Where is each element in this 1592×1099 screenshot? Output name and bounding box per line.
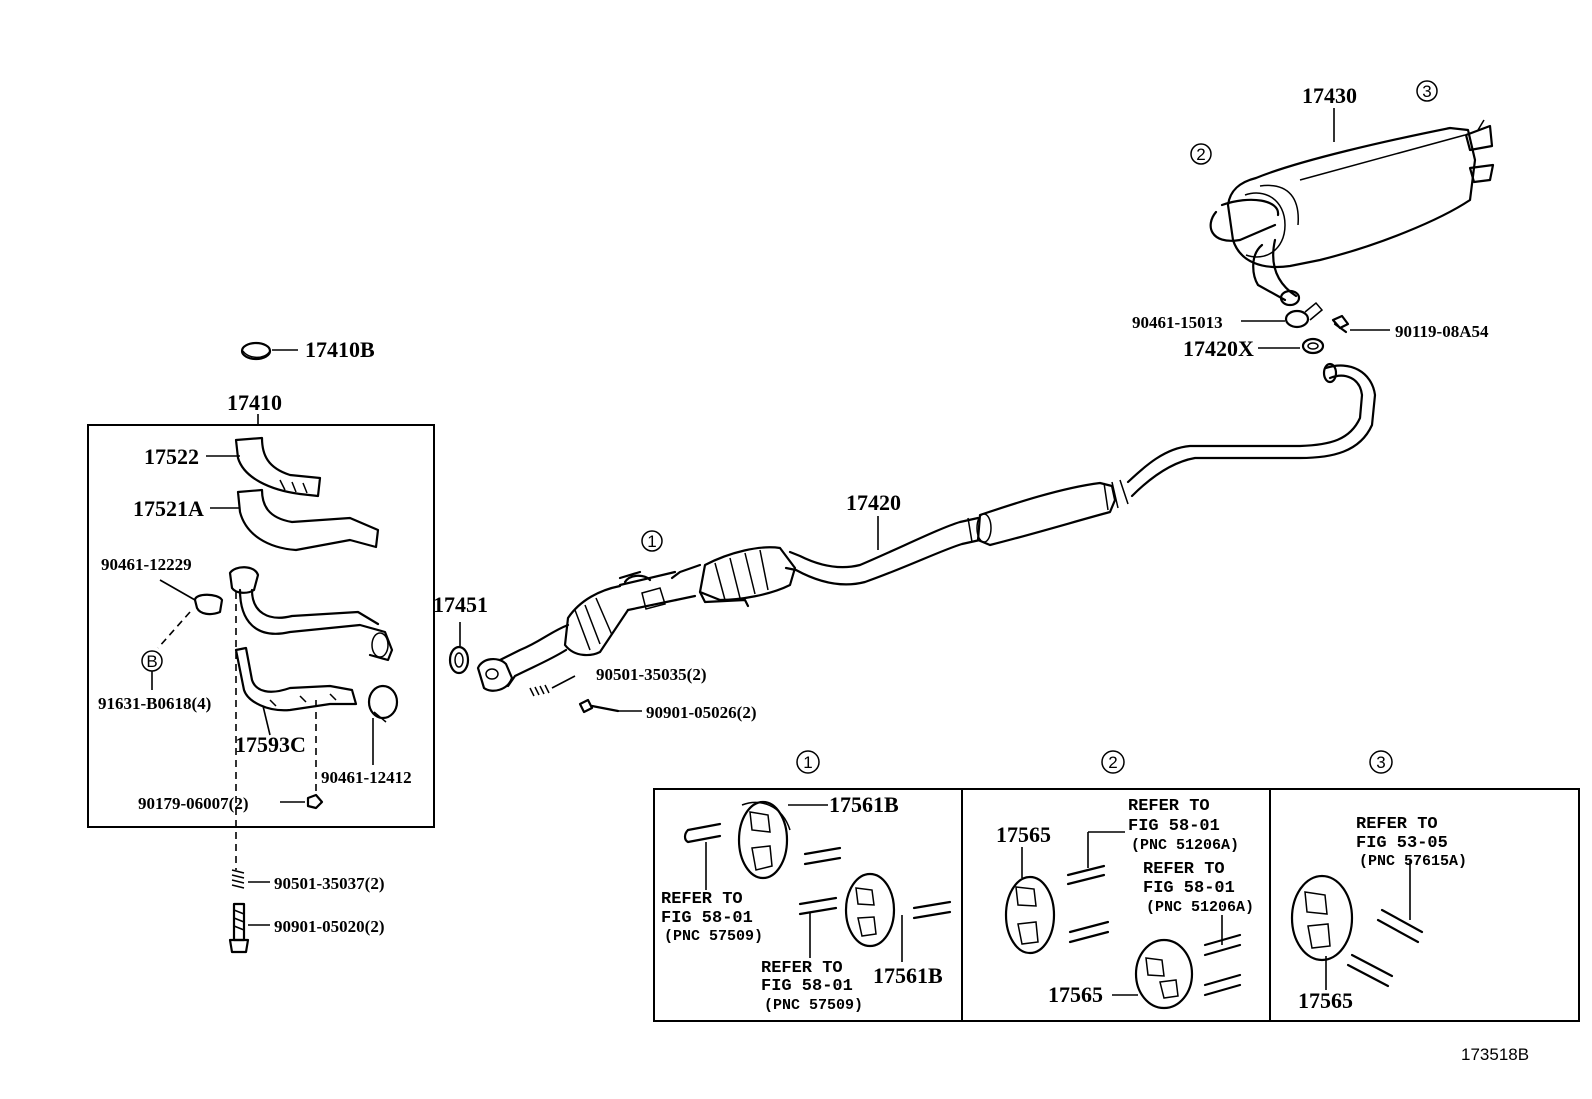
svg-text:REFER TO: REFER TO [1128, 797, 1210, 816]
svg-text:REFER TO: REFER TO [1356, 815, 1438, 834]
spring-90501-35035[interactable] [529, 684, 550, 697]
hanger-17565-d3[interactable] [1290, 874, 1354, 962]
label-90461-15013: 90461-15013 [1132, 313, 1223, 332]
label-90901-05020: 90901-05020(2) [274, 917, 384, 936]
svg-text:3: 3 [1422, 82, 1431, 101]
svg-text:2: 2 [1108, 753, 1117, 772]
detail-2-header: 2 [1101, 750, 1125, 774]
muffler-assembly[interactable] [1209, 119, 1495, 307]
label-90179-06007: 90179-06007(2) [138, 794, 248, 813]
insulator-17410B[interactable] [240, 341, 272, 361]
label-90119-08A54: 90119-08A54 [1395, 322, 1489, 341]
detail-2-content: 17565 REFER TO FIG 58-01 (PNC 51206A) RE… [996, 797, 1254, 1010]
clamp-90461-12412[interactable] [367, 684, 399, 723]
label-90461-12412: 90461-12412 [321, 768, 412, 787]
callout-2-top: 2 [1190, 143, 1212, 165]
center-pipe-17420[interactable] [784, 362, 1377, 586]
heat-insulator-17521A[interactable] [236, 488, 380, 552]
svg-text:2: 2 [1196, 145, 1205, 164]
hanger-17565-bottom[interactable] [1134, 938, 1194, 1010]
bolt-90901-05020[interactable] [228, 902, 250, 954]
front-pipe-catalyst[interactable] [476, 546, 797, 692]
svg-text:17565: 17565 [1048, 982, 1103, 1007]
diagram-code: 173518B [1461, 1045, 1529, 1064]
callout-1-top: 1 [641, 530, 663, 552]
bolt-90901-05026[interactable] [578, 698, 620, 714]
svg-text:(PNC 57509): (PNC 57509) [764, 997, 863, 1014]
label-17430: 17430 [1302, 83, 1357, 108]
detail-1-content: 17561B REFER TO FIG 58-01 (PNC 57509) RE… [661, 792, 952, 1014]
label-90901-05026: 90901-05026(2) [646, 703, 756, 722]
svg-text:REFER TO: REFER TO [1143, 860, 1225, 879]
label-91631-B0618: 91631-B0618(4) [98, 694, 211, 713]
svg-text:FIG 58-01: FIG 58-01 [1143, 879, 1235, 898]
svg-text:3: 3 [1376, 753, 1385, 772]
svg-text:(PNC 51206A): (PNC 51206A) [1146, 899, 1254, 916]
detail-panels-frame [653, 788, 1580, 1022]
label-17521A: 17521A [133, 496, 204, 521]
svg-text:(PNC 57615A): (PNC 57615A) [1359, 853, 1467, 870]
svg-text:(PNC 57509): (PNC 57509) [664, 928, 763, 945]
label-90461-12229: 90461-12229 [101, 555, 192, 574]
clamp-90461-12229[interactable] [193, 593, 224, 616]
label-17410: 17410 [227, 390, 282, 415]
exhaust-pipe-front[interactable] [228, 566, 394, 662]
label-17522: 17522 [144, 444, 199, 469]
label-90501-35037: 90501-35037(2) [274, 874, 384, 893]
svg-text:17565: 17565 [996, 822, 1051, 847]
group-box-17410 [87, 424, 435, 828]
label-17593C: 17593C [235, 732, 306, 757]
gasket-17420X[interactable] [1301, 337, 1325, 355]
label-17410B: 17410B [305, 337, 375, 362]
svg-text:(PNC 51206A): (PNC 51206A) [1131, 837, 1239, 854]
bracket-17593C[interactable] [234, 646, 358, 712]
callout-B: B [141, 650, 163, 672]
detail-1-header: 1 [796, 750, 820, 774]
label-17451: 17451 [433, 592, 488, 617]
nut-90179-06007[interactable] [306, 793, 324, 810]
detail-3-header: 3 [1369, 750, 1393, 774]
svg-text:FIG 58-01: FIG 58-01 [1128, 817, 1220, 836]
svg-text:REFER TO: REFER TO [661, 890, 743, 909]
svg-text:17561B: 17561B [829, 792, 899, 817]
svg-text:17565: 17565 [1298, 988, 1353, 1013]
svg-text:B: B [146, 652, 157, 671]
detail-3-content: REFER TO FIG 53-05 (PNC 57615A) 17565 [1290, 815, 1467, 1013]
svg-text:REFER TO: REFER TO [761, 959, 843, 978]
hanger-17561B-top[interactable] [737, 800, 791, 880]
callout-3-top: 3 [1416, 80, 1438, 102]
svg-text:FIG 58-01: FIG 58-01 [661, 909, 753, 928]
clamp-90461-15013[interactable] [1284, 301, 1324, 329]
hanger-17561B-bottom[interactable] [844, 872, 896, 948]
bolt-90119-08A54[interactable] [1331, 314, 1350, 334]
label-17420X: 17420X [1183, 336, 1254, 361]
spring-90501-35037[interactable] [231, 869, 245, 889]
heat-insulator-17522[interactable] [234, 436, 322, 498]
svg-text:17561B: 17561B [873, 963, 943, 988]
svg-text:FIG 53-05: FIG 53-05 [1356, 834, 1448, 853]
svg-text:FIG 58-01: FIG 58-01 [761, 977, 853, 996]
hanger-17565-top[interactable] [1004, 875, 1056, 955]
label-90501-35035: 90501-35035(2) [596, 665, 706, 684]
svg-text:1: 1 [803, 753, 812, 772]
svg-text:1: 1 [647, 532, 656, 551]
gasket-17451[interactable] [448, 645, 470, 675]
label-17420: 17420 [846, 490, 901, 515]
